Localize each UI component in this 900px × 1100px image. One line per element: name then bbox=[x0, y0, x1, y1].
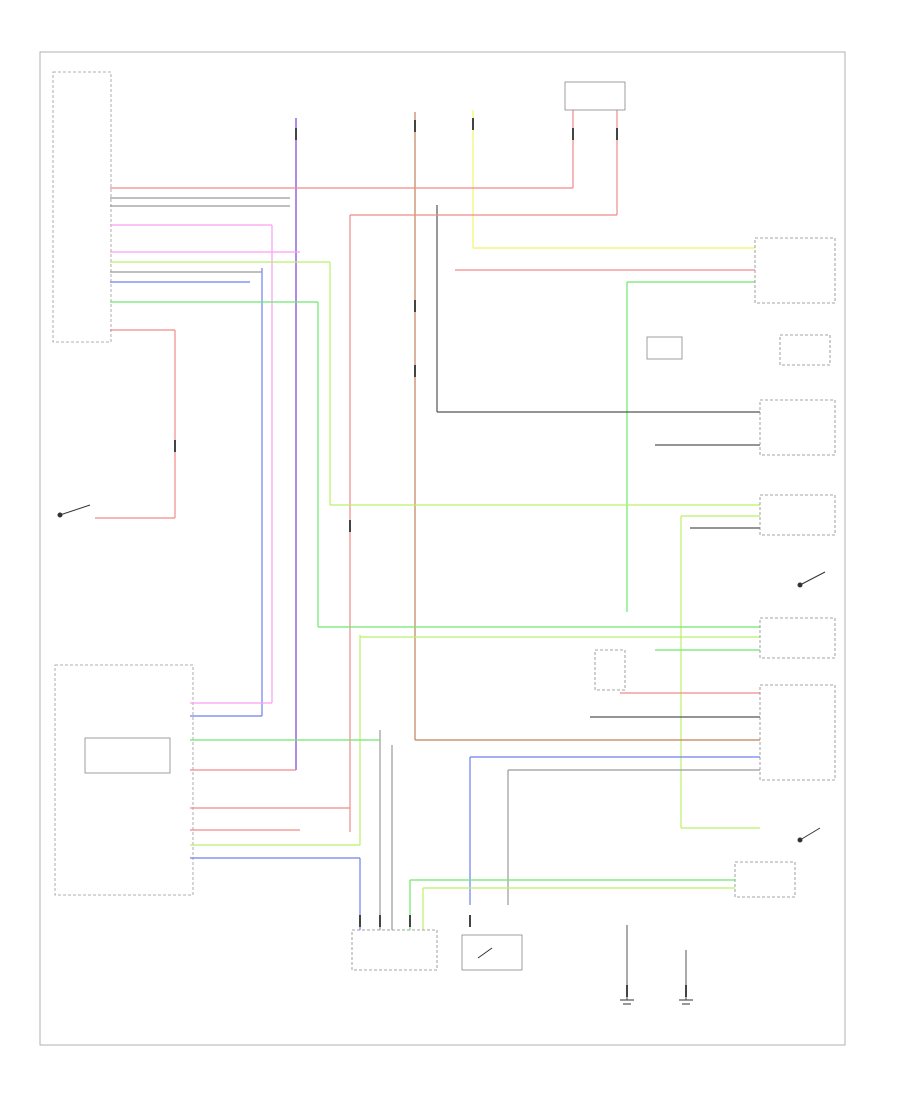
left-door-switch-lever bbox=[59, 504, 91, 516]
horizontal-wires bbox=[95, 187, 760, 889]
ground-symbols bbox=[620, 925, 693, 1005]
switch-symbols bbox=[57, 504, 826, 959]
door-switch-right bbox=[646, 336, 683, 360]
vertical-wires bbox=[174, 110, 682, 930]
connector-markers bbox=[174, 118, 687, 997]
door-lock-control-module bbox=[754, 237, 836, 304]
door-courtesy-switch bbox=[759, 494, 836, 536]
cluster-indicator bbox=[84, 737, 171, 774]
hatch-switch-lever bbox=[799, 827, 821, 841]
instrument-cluster-outline bbox=[54, 664, 194, 896]
junction-block-outline bbox=[52, 71, 112, 343]
right-door-switch-lever bbox=[799, 571, 826, 586]
diagram-frame bbox=[39, 51, 846, 1046]
components bbox=[84, 81, 836, 971]
rear-door-switch bbox=[779, 334, 831, 366]
key-cylinder-switch bbox=[759, 617, 836, 659]
horn-contact bbox=[477, 947, 493, 959]
main-body-ecu bbox=[759, 684, 836, 781]
relay-mid bbox=[594, 649, 626, 691]
connector-block-bottom bbox=[351, 929, 438, 971]
smart-key-ecu bbox=[759, 399, 836, 456]
security-horn bbox=[461, 934, 523, 971]
hood-courtesy-switch bbox=[734, 861, 796, 898]
fuse-box-top-right bbox=[564, 81, 626, 111]
